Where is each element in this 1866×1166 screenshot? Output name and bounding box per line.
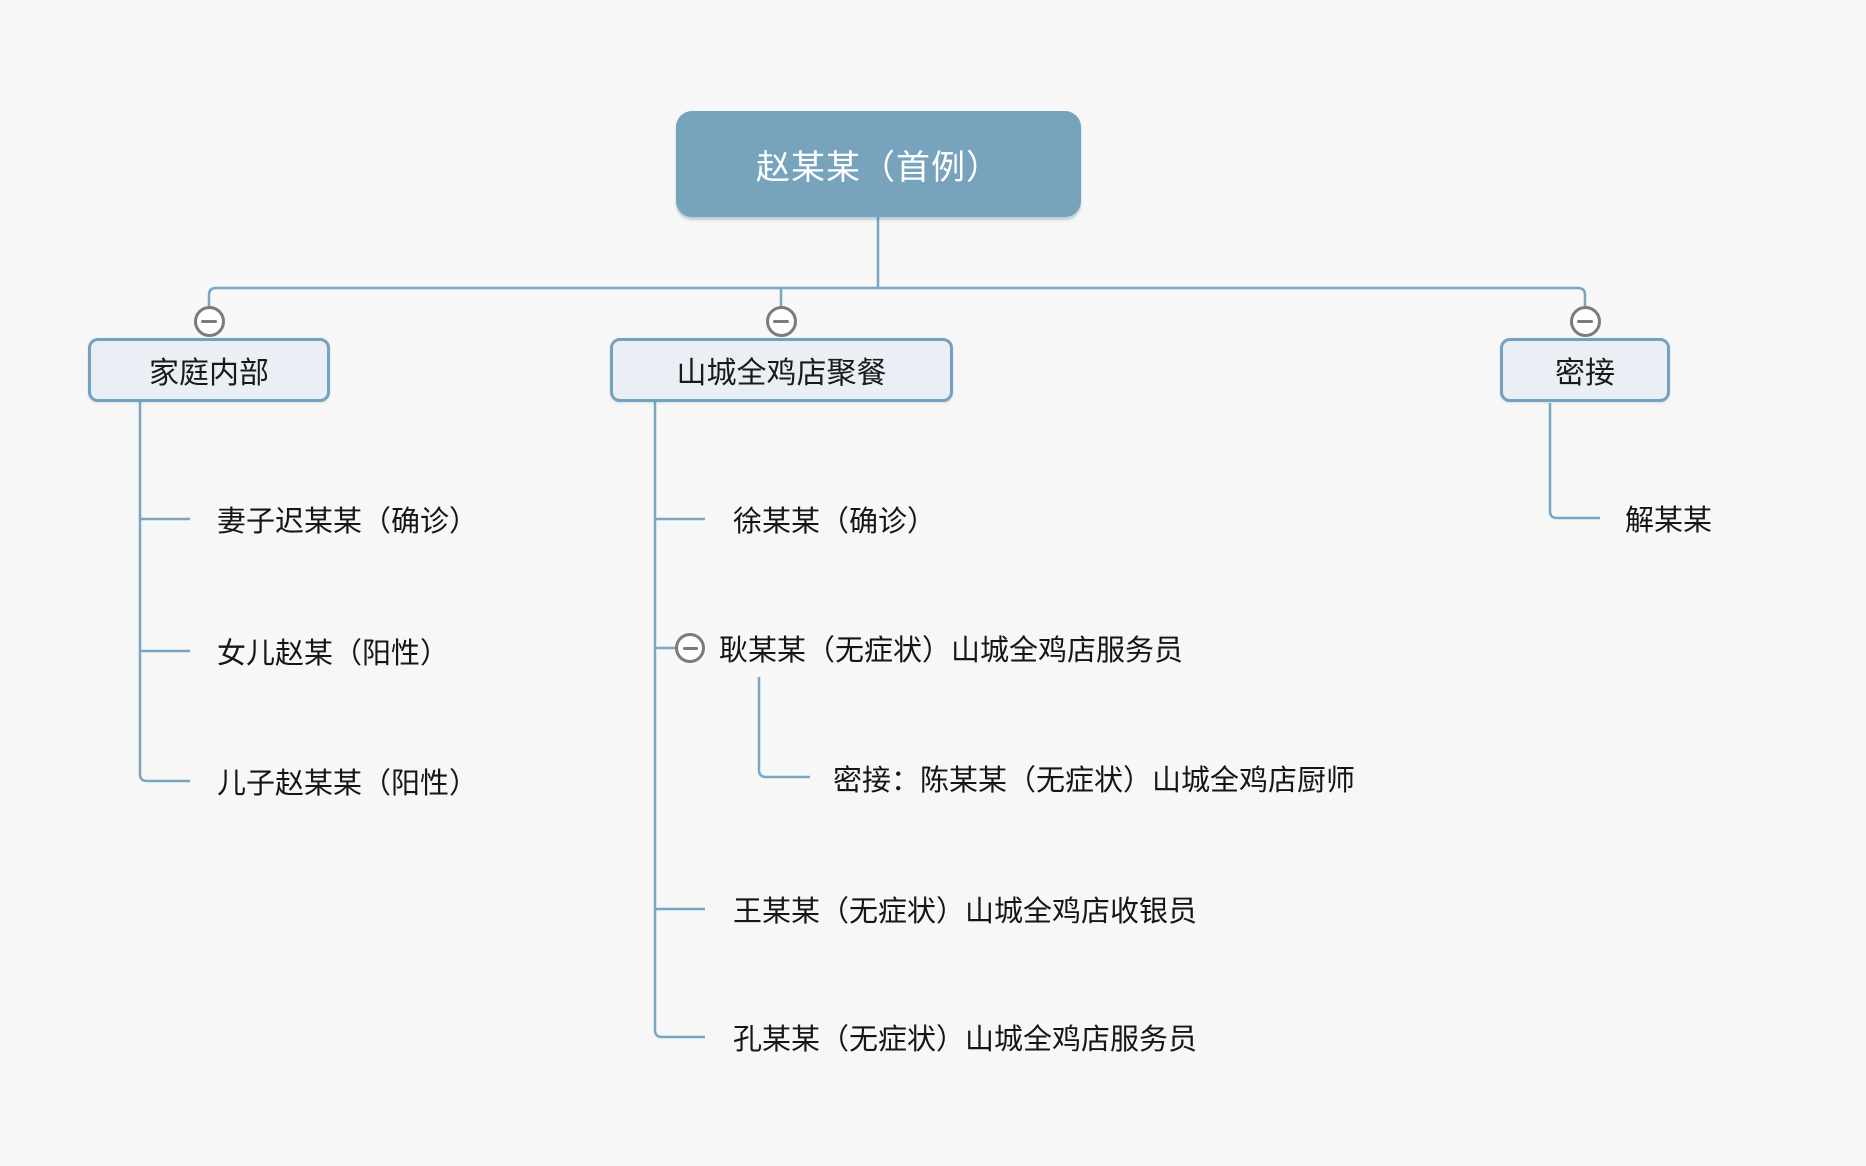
branch-node-dinner[interactable]: 山城全鸡店聚餐: [610, 338, 953, 402]
leaf-geng[interactable]: 耿某某（无症状）山城全鸡店服务员: [719, 635, 1184, 667]
connector-branch3-trunk: [1548, 403, 1600, 520]
connector-branch2-trunk: [653, 402, 705, 1039]
collapse-toggle-geng[interactable]: [675, 633, 705, 663]
connector-branch1-trunk: [138, 402, 190, 783]
collapse-toggle-contact[interactable]: [1569, 305, 1601, 337]
minus-circle-icon: [201, 319, 217, 323]
collapse-toggle-dinner[interactable]: [765, 305, 797, 337]
root-node[interactable]: 赵某某（首例）: [676, 111, 1081, 217]
leaf-kong[interactable]: 孔某某（无症状）山城全鸡店服务员: [733, 1024, 1198, 1056]
branch-node-label: 家庭内部: [149, 357, 269, 390]
minus-circle-icon: [682, 646, 698, 650]
minus-circle-icon: [773, 319, 789, 323]
branch-node-family[interactable]: 家庭内部: [88, 338, 330, 402]
leaf-xu[interactable]: 徐某某（确诊）: [733, 506, 937, 538]
leaf-son[interactable]: 儿子赵某某（阳性）: [217, 768, 479, 800]
branch-node-label: 山城全鸡店聚餐: [676, 357, 887, 390]
branch-node-label: 密接: [1555, 357, 1615, 390]
collapse-toggle-family[interactable]: [193, 305, 225, 337]
leaf-xie[interactable]: 解某某: [1625, 505, 1713, 537]
leaf-chen-close-contact[interactable]: 密接：陈某某（无症状）山城全鸡店厨师: [833, 765, 1356, 797]
connector-bus: [207, 286, 1587, 306]
connector-subbranch-drop: [757, 677, 810, 779]
leaf-wang[interactable]: 王某某（无症状）山城全鸡店收银员: [733, 896, 1198, 928]
branch-node-contact[interactable]: 密接: [1500, 338, 1670, 402]
root-node-label: 赵某某（首例）: [756, 148, 1001, 187]
leaf-wife[interactable]: 妻子迟某某（确诊）: [217, 506, 479, 538]
minus-circle-icon: [1577, 319, 1593, 323]
leaf-daughter[interactable]: 女儿赵某（阳性）: [217, 638, 450, 670]
